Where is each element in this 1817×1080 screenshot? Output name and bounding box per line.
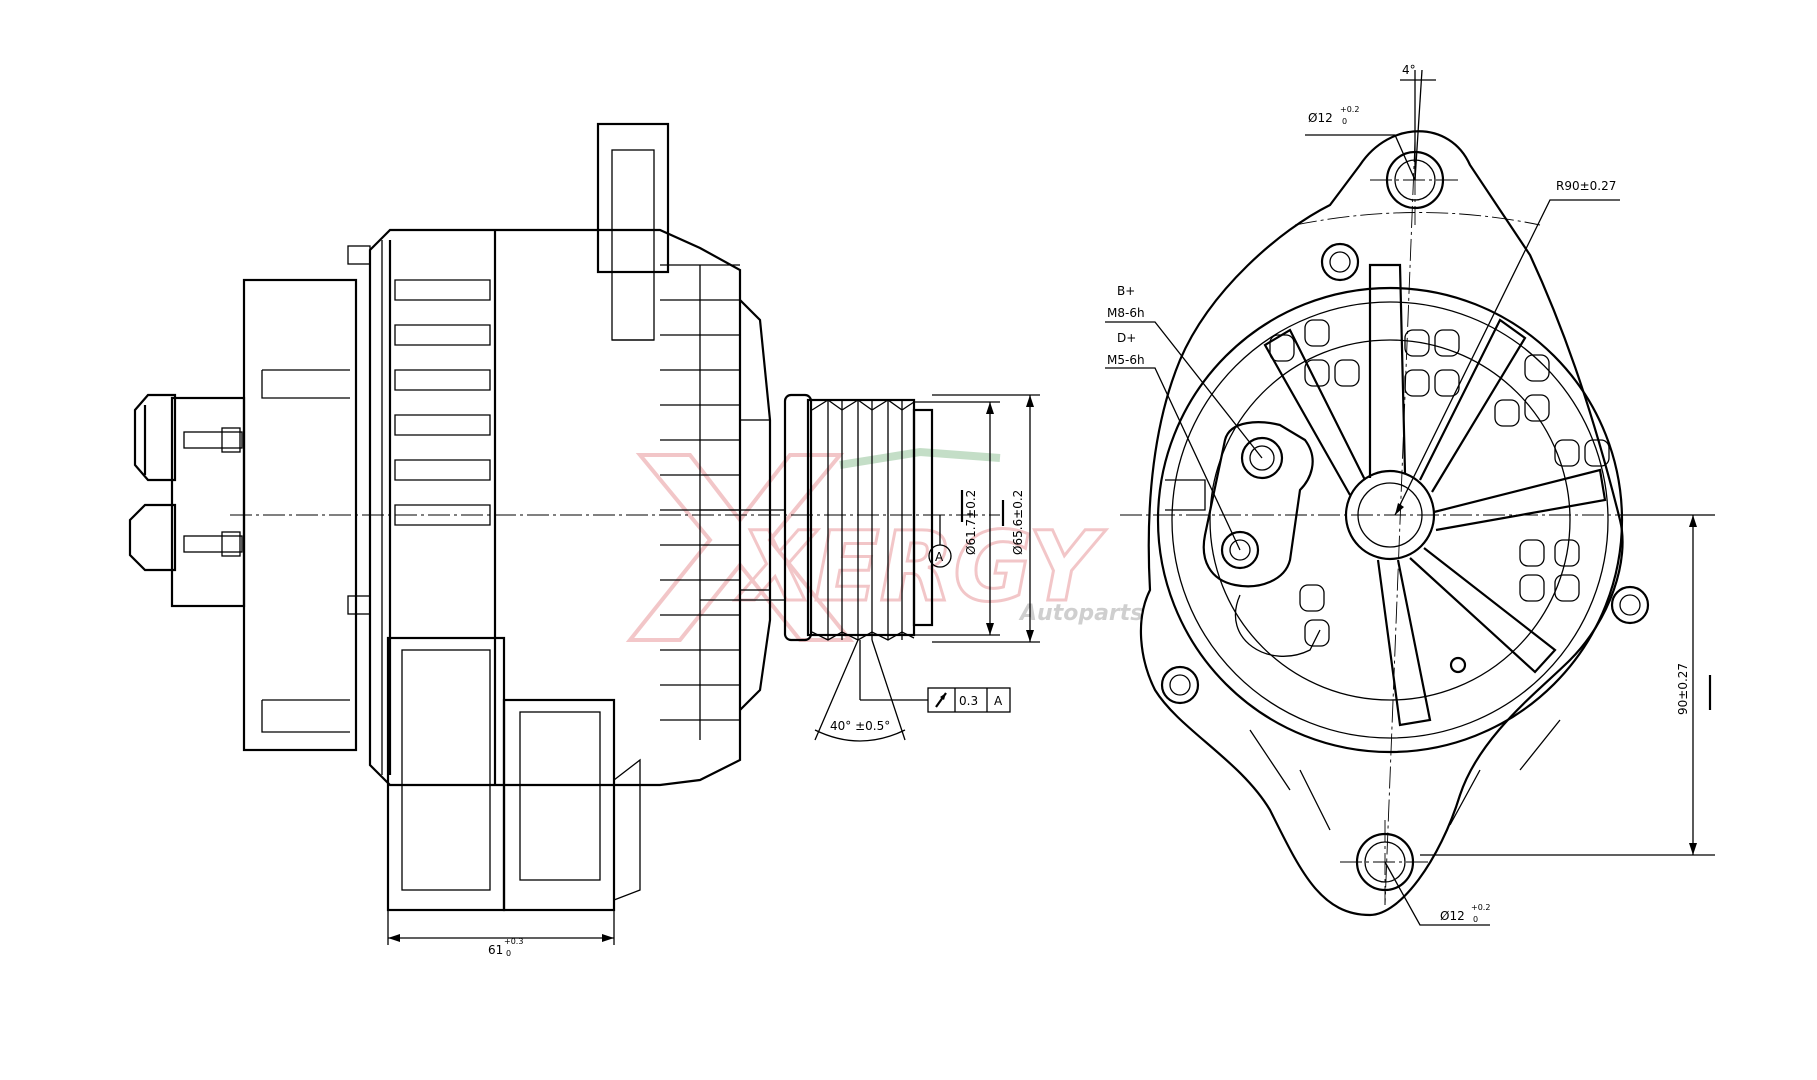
front-fan — [739, 299, 772, 711]
dia-inner-label: Ø61.7±0.2 — [964, 490, 978, 555]
svg-text:A: A — [935, 550, 944, 564]
bottom-hole-dim: Ø12 +0.2 0 — [1384, 861, 1490, 926]
height-label: 90±0.27 — [1676, 663, 1690, 715]
pulley-diameter-dims: Ø61.7±0.2 Ø65.6±0.2 — [914, 394, 1040, 643]
top-hole-dim: Ø12 +0.2 0 — [1305, 105, 1416, 181]
d-plus-label: D+ — [1117, 331, 1136, 345]
svg-text:0: 0 — [506, 949, 511, 958]
cooling-fins — [394, 264, 740, 740]
r90-arc — [1294, 212, 1541, 226]
groove-angle-label: 40° ±0.5° — [830, 719, 890, 733]
spokes — [1263, 263, 1607, 727]
front-centerline-v — [1384, 139, 1416, 906]
b-thread-label: M8-6h — [1107, 306, 1145, 320]
dia-outer-label: Ø65.6±0.2 — [1011, 490, 1025, 555]
top-mount-ear — [596, 122, 670, 274]
datum-a-marker: A — [928, 515, 952, 568]
b-plus-label: B+ — [1117, 284, 1135, 298]
end-housing-outer — [1156, 286, 1624, 754]
terminal-plate — [1165, 421, 1321, 657]
svg-text:+0.3: +0.3 — [504, 937, 523, 946]
housing-bolts — [1160, 242, 1650, 705]
connector-plug — [133, 393, 177, 482]
groove-angle-dim: 40° ±0.5° — [814, 639, 906, 742]
terminal-labels: B+ M8-6h D+ M5-6h — [1105, 284, 1263, 551]
width-dim: 61 +0.3 0 — [387, 910, 615, 958]
front-view: 4° Ø12 +0.2 0 R90±0.27 B+ M8-6h D+ M5-6h — [1105, 63, 1715, 926]
xergy-watermark: XERGY Autoparts — [625, 447, 1143, 642]
pulley — [783, 393, 934, 642]
connector-housing — [170, 396, 246, 608]
angle-dim: 4° — [1400, 63, 1436, 181]
width-label: 61 — [488, 943, 503, 957]
watermark-brand: XERGY — [735, 511, 1106, 623]
svg-text:+0.2: +0.2 — [1340, 105, 1359, 114]
runout-ref: A — [994, 694, 1003, 708]
svg-text:0: 0 — [1342, 117, 1347, 126]
runout-tolerance-frame: 0.3 A — [859, 640, 1011, 713]
housing-outline — [1139, 130, 1624, 917]
svg-text:0: 0 — [1473, 915, 1478, 924]
d-thread-label: M5-6h — [1107, 353, 1145, 367]
bottom-mount-block — [386, 636, 506, 912]
radius-label: R90±0.27 — [1556, 179, 1616, 193]
watermark-green-swoosh — [839, 447, 1001, 469]
side-view: Ø61.7±0.2 Ø65.6±0.2 A 0.3 A 40° — [128, 122, 1040, 958]
watermark-tagline: Autoparts — [1018, 601, 1143, 626]
housing-body — [368, 228, 742, 787]
vent-holes — [1269, 319, 1610, 674]
radius-dim: R90±0.27 — [1394, 179, 1620, 516]
fan-ring — [1209, 339, 1571, 701]
angle-label: 4° — [1402, 63, 1416, 77]
d-plus-terminal — [1220, 530, 1260, 570]
b-plus-terminal — [1240, 436, 1284, 480]
bottom-hole-label: Ø12 — [1440, 909, 1465, 923]
svg-text:+0.2: +0.2 — [1471, 903, 1490, 912]
runout-value: 0.3 — [959, 694, 978, 708]
top-hole-label: Ø12 — [1308, 111, 1333, 125]
height-dim: 90±0.27 — [1420, 514, 1715, 856]
